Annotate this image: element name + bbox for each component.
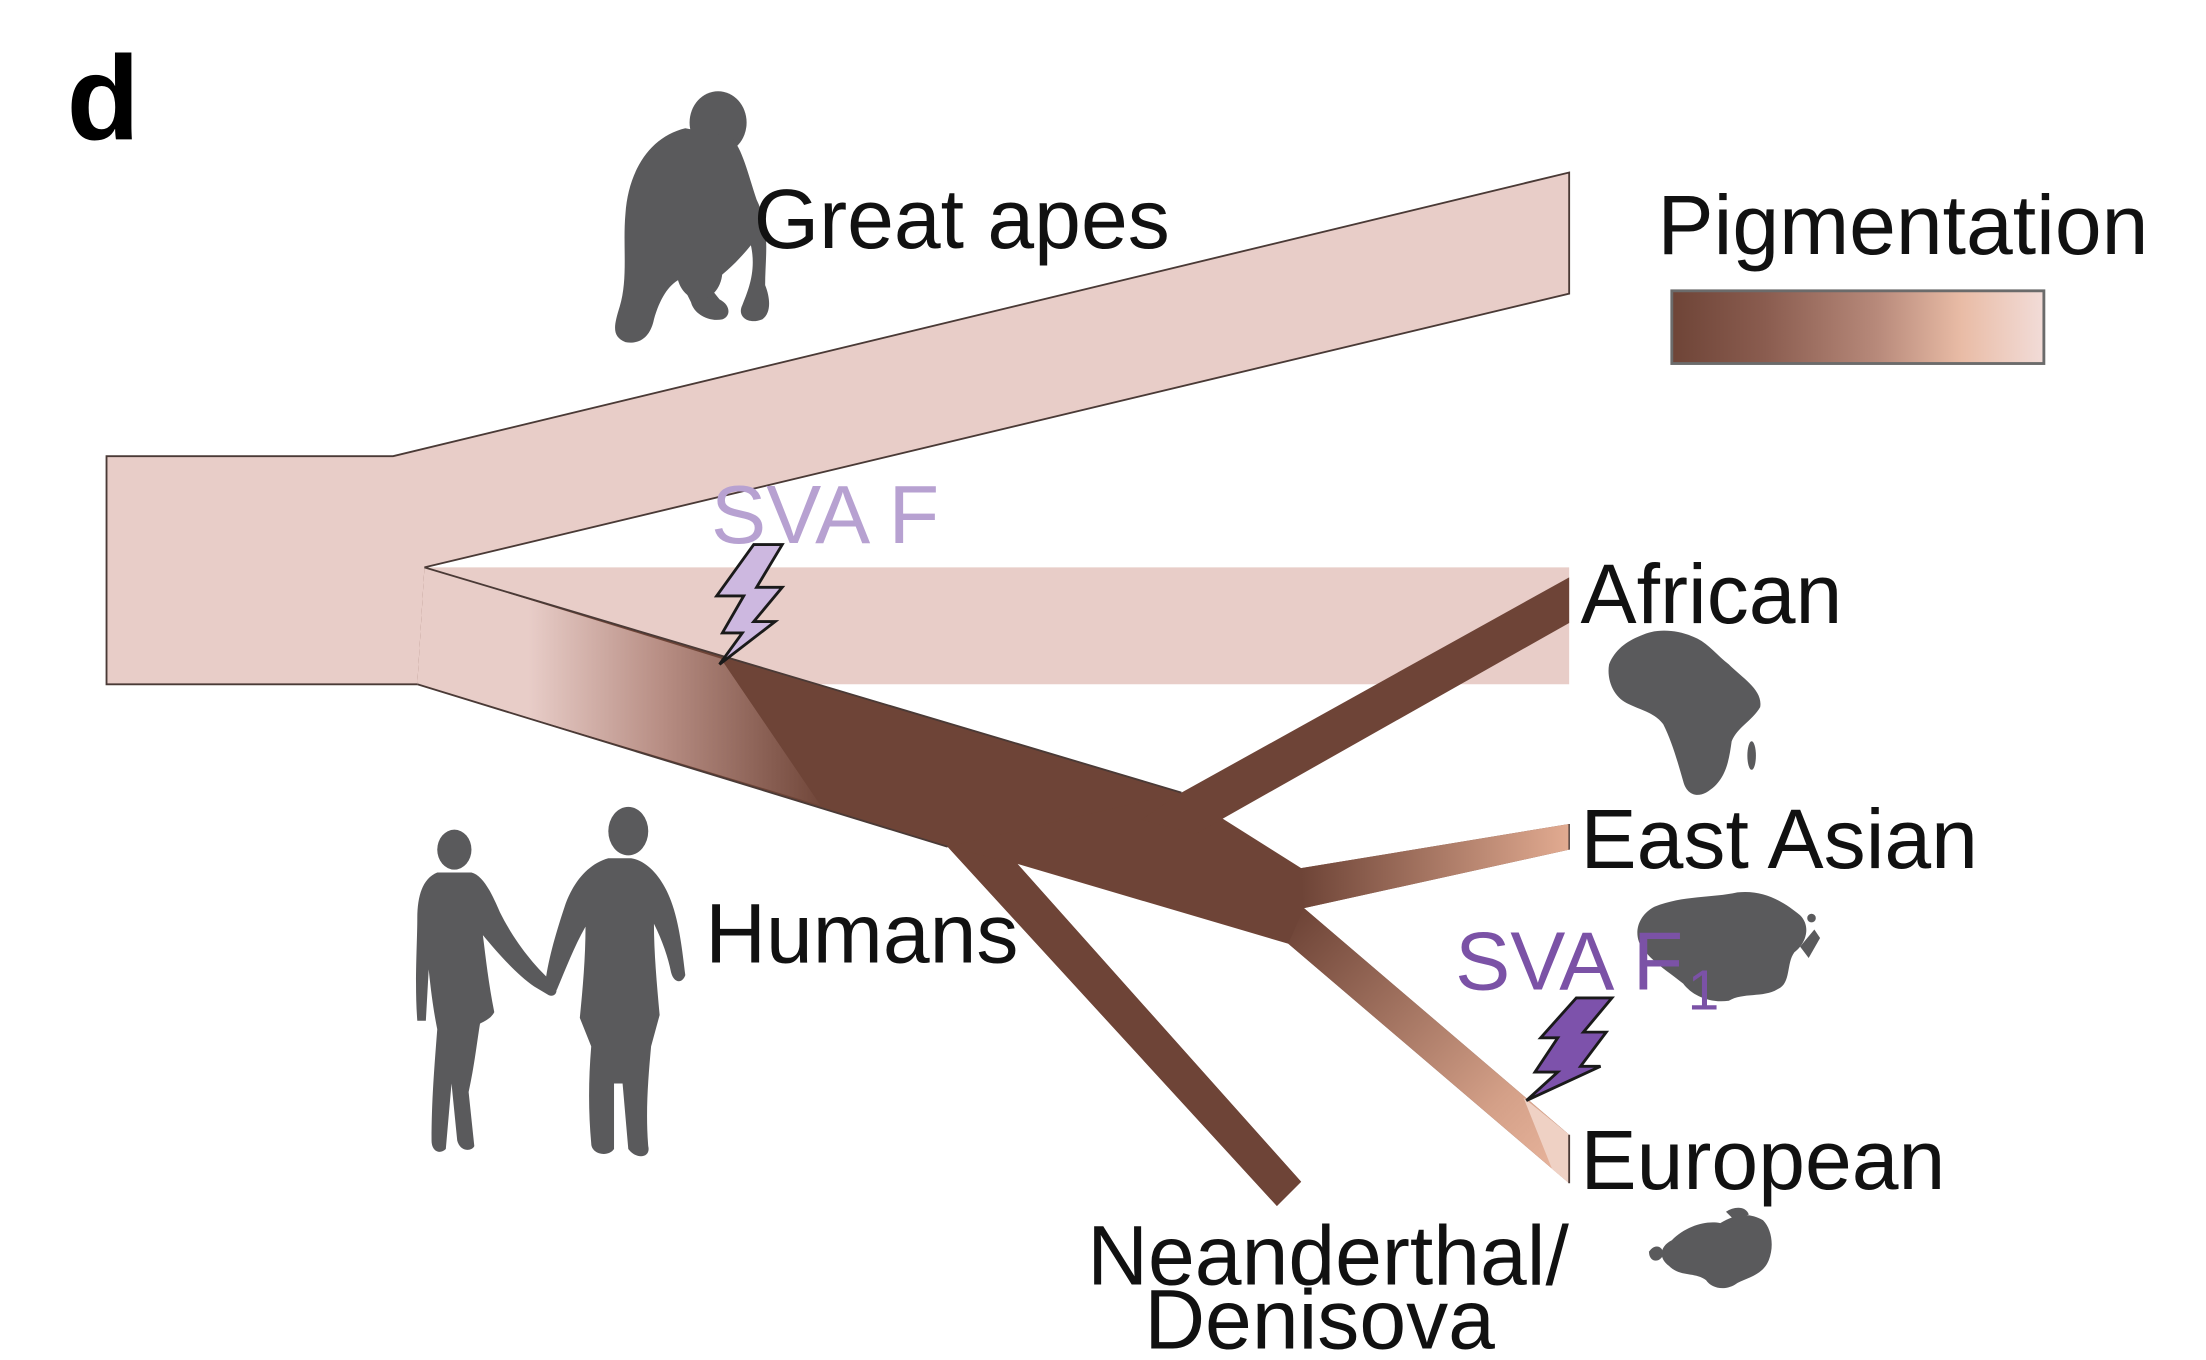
pigmentation-legend: Pigmentation (1658, 178, 2149, 365)
event-label-sva-f: SVA F (711, 468, 939, 561)
neanderthal-branch (947, 846, 1302, 1207)
label-neanderthal: Neanderthal/ (1087, 1208, 1569, 1302)
label-east-asian: East Asian (1581, 792, 1978, 886)
east-asia-map-icon (1637, 891, 1821, 1002)
label-african: African (1581, 547, 1843, 641)
label-european: European (1581, 1113, 1946, 1207)
event-label-sva-f1-main: SVA F (1455, 914, 1683, 1007)
africa-map-icon (1608, 630, 1761, 795)
tree-human-branch (417, 566, 1571, 1207)
human-couple-icon (416, 806, 686, 1157)
legend-title: Pigmentation (1658, 178, 2149, 272)
lightning-icon-2 (1525, 996, 1615, 1102)
panel-label: d (67, 33, 140, 166)
label-denisova: Denisova (1144, 1273, 1495, 1360)
european-branch (1288, 908, 1570, 1184)
east-asian-branch (1301, 823, 1570, 909)
african-branch (1141, 577, 1570, 834)
legend-gradient-bar (1670, 289, 2046, 365)
label-humans: Humans (705, 886, 1018, 980)
event-label-sva-f1-subscript: 1 (1688, 958, 1720, 1022)
tree-ancestral-branch (105, 171, 1571, 686)
label-great-apes: Great apes (754, 172, 1170, 266)
lightning-icon (713, 543, 786, 666)
orangutan-icon (615, 91, 770, 343)
europe-map-icon (1648, 1207, 1772, 1289)
